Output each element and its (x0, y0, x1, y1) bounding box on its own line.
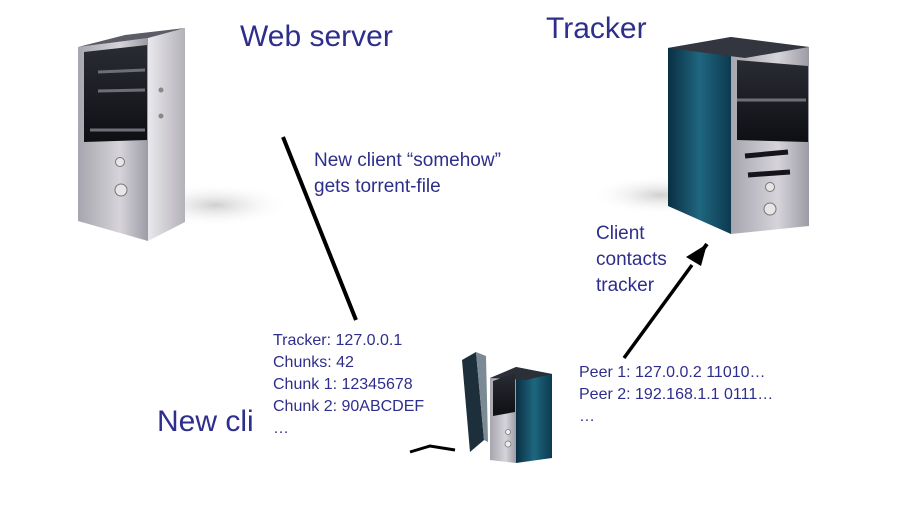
torrent-file-line: Chunks: 42 (273, 354, 354, 371)
web-to-client-arrow (281, 136, 456, 454)
new-client-computer-icon (462, 352, 552, 463)
client-to-tracker-arrow (622, 242, 709, 360)
web-server-label: Web server (240, 20, 393, 53)
tracker-label: Tracker (546, 12, 647, 45)
torrent-note-line: gets torrent-file (314, 176, 441, 197)
contact-note-line: tracker (596, 275, 655, 296)
peer-list-line: Peer 1: 127.0.0.2 11010… (579, 364, 766, 381)
web-server-icon (78, 28, 290, 241)
peer-list-line: Peer 2: 192.168.1.1 0111… (579, 386, 774, 403)
new-client-label: New cli (157, 405, 254, 438)
peer-list-line: … (579, 408, 595, 425)
peer-list: Peer 1: 127.0.0.2 11010… Peer 2: 192.168… (579, 362, 773, 428)
torrent-file-line: Chunk 1: 12345678 (273, 376, 413, 393)
torrent-file-line: Chunk 2: 90ABCDEF (273, 398, 425, 415)
torrent-file-line: … (273, 420, 289, 437)
contact-note-line: contacts (596, 249, 667, 270)
tracker-server-icon (590, 37, 809, 234)
contact-note: Client contacts tracker (596, 221, 667, 299)
torrent-file-contents: Tracker: 127.0.0.1 Chunks: 42 Chunk 1: 1… (273, 330, 424, 440)
torrent-note-line: New client “somehow” (314, 150, 501, 171)
torrent-file-line: Tracker: 127.0.0.1 (273, 332, 403, 349)
contact-note-line: Client (596, 223, 645, 244)
torrent-note: New client “somehow” gets torrent-file (314, 148, 501, 200)
